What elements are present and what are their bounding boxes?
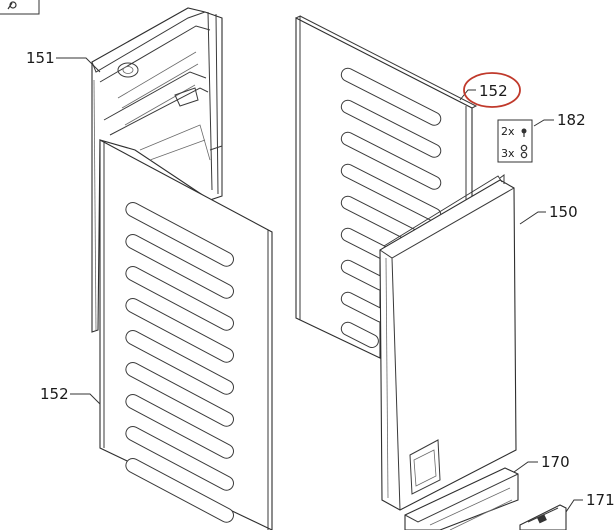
front-cover-150 bbox=[379, 174, 517, 511]
foot-171 bbox=[519, 504, 567, 530]
clip-icon bbox=[520, 144, 528, 159]
panel-ribs-left bbox=[125, 201, 234, 523]
side-panel-152-left bbox=[99, 139, 273, 530]
hardware-qty-screws: 2x bbox=[501, 125, 515, 138]
part-label-170: 170 bbox=[541, 453, 570, 471]
hardware-box-182: 2x 3x bbox=[497, 119, 533, 163]
part-label-171: 171 bbox=[586, 491, 614, 509]
highlight-circle bbox=[463, 72, 521, 108]
leader-lines bbox=[56, 57, 583, 513]
part-label-182: 182 bbox=[557, 111, 586, 129]
hardware-qty-clips: 3x bbox=[501, 147, 515, 160]
part-label-152-left: 152 bbox=[40, 385, 69, 403]
part-label-152-right: 152 bbox=[479, 82, 508, 100]
plinth-170 bbox=[404, 467, 519, 530]
part-label-150: 150 bbox=[549, 203, 578, 221]
corner-icon bbox=[0, 0, 40, 15]
part-label-151: 151 bbox=[26, 49, 55, 67]
rear-frame-151 bbox=[91, 7, 223, 333]
screw-icon bbox=[521, 128, 527, 137]
